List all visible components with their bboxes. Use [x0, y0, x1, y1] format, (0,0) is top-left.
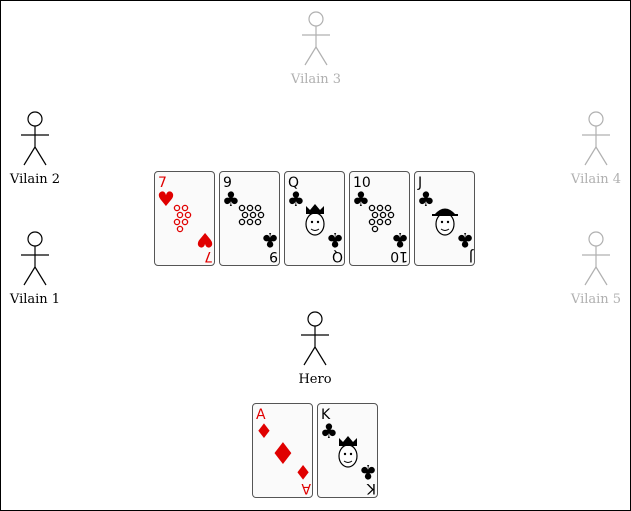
card-rank: K — [366, 480, 376, 496]
player-name: Vilain 2 — [9, 172, 61, 187]
player-vilain-4: Vilain 4 — [546, 109, 631, 188]
card-suit-icon: ♣ — [359, 460, 377, 484]
card-suit-icon: ♣ — [320, 419, 338, 443]
board-card: Q♣Q♣ — [284, 171, 345, 266]
player-vilain-1: Vilain 1 — [0, 229, 85, 308]
player-hero: Hero — [265, 309, 365, 388]
card-center-art — [432, 208, 458, 236]
card-rank: A — [256, 407, 266, 423]
card-center-art — [238, 204, 265, 226]
svg-text:♦: ♦ — [270, 437, 297, 472]
card-suit-icon: ♣ — [391, 228, 409, 252]
board-card: 9♣9♣ — [219, 171, 280, 266]
card-center-art — [338, 436, 358, 468]
card-face: J♣J♣ — [417, 175, 474, 264]
board-card: J♣J♣ — [414, 171, 475, 266]
card-rank: J — [469, 248, 474, 264]
player-name: Hero — [298, 372, 332, 387]
stick-figure-icon — [301, 311, 329, 366]
player-name: Vilain 1 — [9, 292, 61, 307]
card-face: K♣K♣ — [320, 407, 377, 496]
board-card: 10♣10♣ — [349, 171, 410, 266]
card-rank: K — [321, 407, 331, 423]
card-suit-icon: ♣ — [287, 187, 305, 211]
card-face: 10♣10♣ — [352, 175, 409, 264]
card-rank: 7 — [204, 248, 213, 264]
player-name: Vilain 3 — [290, 72, 342, 87]
card-suit-icon: ♣ — [417, 187, 435, 211]
card-face: 9♣9♣ — [222, 175, 279, 264]
card-face: A♦A♦♦ — [255, 407, 312, 496]
card-suit-icon: ♣ — [352, 187, 370, 211]
card-center-art: ♦ — [270, 437, 297, 472]
player-vilain-3: Vilain 3 — [266, 9, 366, 88]
stick-figure-icon — [302, 11, 330, 66]
card-rank: 10 — [390, 248, 408, 264]
card-rank: Q — [332, 248, 343, 264]
player-vilain-2: Vilain 2 — [0, 109, 85, 188]
card-center-art — [173, 204, 192, 233]
card-face: 7♥7♥ — [157, 175, 214, 264]
card-suit-icon: ♣ — [261, 228, 279, 252]
card-suit-icon: ♥ — [196, 228, 214, 252]
hero-card: A♦A♦♦ — [252, 403, 313, 498]
board-card: 7♥7♥ — [154, 171, 215, 266]
card-suit-icon: ♦ — [255, 419, 273, 443]
card-rank: 10 — [353, 175, 371, 191]
card-rank: A — [301, 480, 311, 496]
card-rank: 9 — [269, 248, 278, 264]
player-name: Vilain 4 — [570, 172, 622, 187]
card-suit-icon: ♣ — [326, 228, 344, 252]
card-face: Q♣Q♣ — [287, 175, 344, 264]
hero-card: K♣K♣ — [317, 403, 378, 498]
card-rank: 7 — [158, 175, 167, 191]
card-center-art — [368, 204, 395, 233]
player-name: Vilain 5 — [570, 292, 622, 307]
stick-figure-icon — [21, 111, 49, 166]
stick-figure-icon — [582, 231, 610, 286]
card-suit-icon: ♣ — [222, 187, 240, 211]
player-vilain-5: Vilain 5 — [546, 229, 631, 308]
card-suit-icon: ♣ — [456, 228, 474, 252]
card-center-art — [305, 204, 325, 236]
stick-figure-icon — [21, 231, 49, 286]
card-rank: J — [417, 175, 422, 191]
card-suit-icon: ♥ — [157, 187, 175, 211]
card-rank: 9 — [223, 175, 232, 191]
stick-figure-icon — [582, 111, 610, 166]
card-rank: Q — [288, 175, 299, 191]
card-suit-icon: ♦ — [294, 460, 312, 484]
